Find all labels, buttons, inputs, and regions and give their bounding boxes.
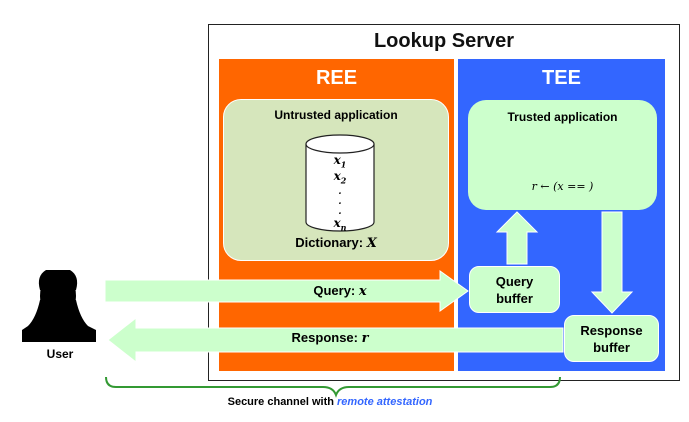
tee-title: TEE [542, 67, 581, 89]
response-message-label: Response: r [230, 330, 430, 346]
channel-prefix: Secure channel with [227, 396, 338, 408]
query-buffer-label: Query buffer [495, 274, 534, 306]
trusted-down-arrow [590, 211, 634, 314]
user-label: User [46, 347, 74, 361]
query-message-label: Query: x [250, 283, 430, 299]
db-item-x2: x2 [333, 169, 347, 186]
query-buffer-up-arrow [495, 211, 539, 265]
trusted-expression-text: r ← (x == ) [531, 180, 594, 193]
dictionary-label: Dictionary: X [223, 235, 449, 251]
response-buffer-box [564, 315, 659, 362]
database-cylinder-icon [305, 134, 375, 232]
secure-channel-label: Secure channel with remote attestation [150, 396, 510, 408]
response-arrow [107, 316, 564, 364]
trusted-application-box [468, 100, 657, 210]
user-silhouette-icon [22, 270, 96, 342]
response-prefix: Response: [291, 330, 362, 345]
channel-emphasis: remote attestation [337, 396, 433, 408]
ree-title: REE [315, 67, 358, 89]
query-var: x [358, 284, 367, 299]
server-title: Lookup Server [373, 30, 515, 52]
secure-channel-brace [105, 376, 561, 398]
db-item-x1: x1 [333, 153, 347, 170]
db-item-xn: xn [333, 215, 347, 233]
query-buffer-box [469, 266, 560, 313]
query-prefix: Query: [313, 283, 359, 298]
dictionary-var: X [366, 236, 377, 251]
query-arrow [104, 270, 469, 312]
trusted-expression: r ← (x == ) [468, 180, 657, 193]
trusted-application-label: Trusted application [507, 110, 618, 124]
db-item-dot: . [338, 196, 342, 207]
response-buffer-label: Response buffer [580, 323, 643, 355]
db-item-dot: . [338, 206, 342, 217]
dictionary-prefix: Dictionary: [295, 235, 367, 250]
db-item-dot: . [338, 186, 342, 197]
database-items: x1 x2 . . . xn [306, 154, 374, 233]
response-var: r [361, 331, 369, 346]
untrusted-application-label: Untrusted application [274, 108, 398, 122]
